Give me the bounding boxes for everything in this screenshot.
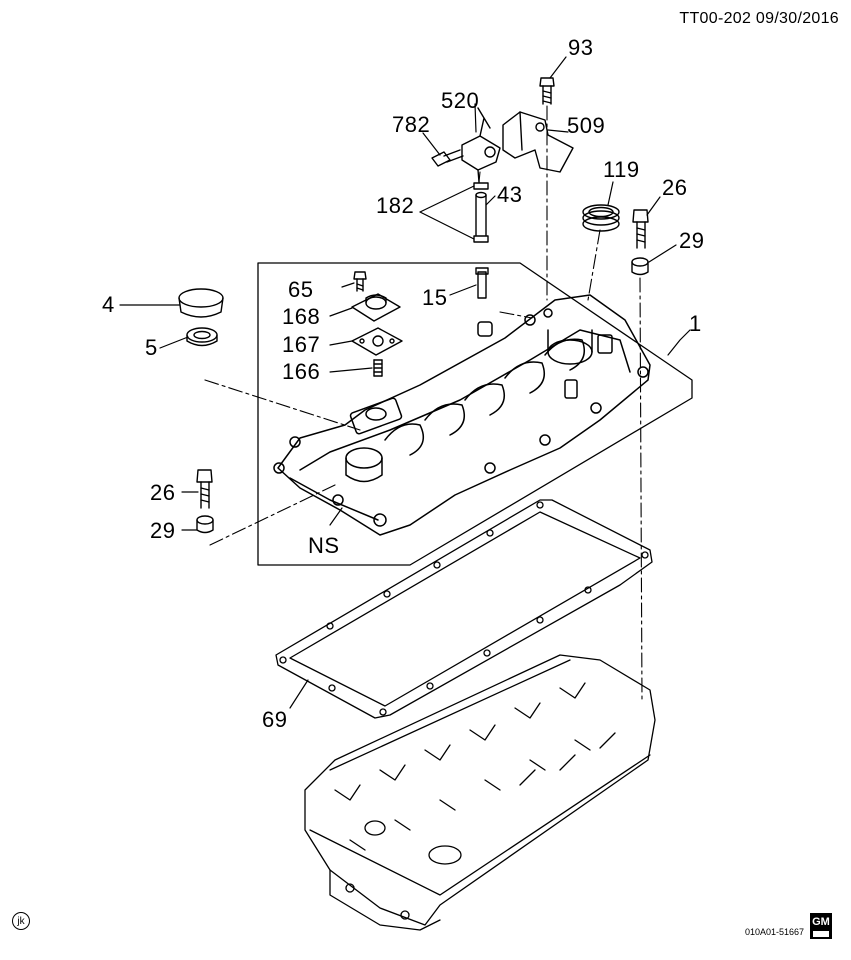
grommet-29-left [196,515,214,534]
callout-119: 119 [603,157,640,182]
bolt-26-top [632,209,649,249]
callout-4: 4 [102,292,115,317]
hose-43 [475,191,487,236]
cover-gasket-69 [275,499,653,719]
callout-168: 168 [282,304,321,329]
filler-seal [186,327,218,347]
cylinder-head [304,654,656,931]
callout-15: 15 [422,285,448,310]
grommet-29-top [631,257,649,276]
callout-93: 93 [568,35,594,60]
callout-166: 166 [282,359,321,384]
bolt-65 [353,271,367,292]
callout-29-top: 29 [679,228,705,253]
bolt-93 [539,77,555,105]
bolt-26-left [196,469,213,509]
callout-509: 509 [567,113,606,138]
illustration-code: 010A01-51667 [745,927,805,937]
oil-filler-cap [178,288,224,318]
stud-15 [475,267,489,299]
leader-lines [119,56,691,709]
sensor-520 [461,107,501,183]
pcv-cover-168 [351,293,401,322]
pcv-spring-166 [373,359,383,377]
callout-182: 182 [376,193,415,218]
pcv-plate-167 [351,327,403,356]
hose-clamps-182 [473,182,489,243]
alignment-lines [204,105,643,701]
callout-1: 1 [689,311,702,336]
callout-26-top: 26 [662,175,688,200]
diagram-reference: TT00-202 09/30/2016 [679,10,839,27]
seal-119 [582,204,620,232]
bolt-782 [431,149,464,167]
callout-520: 520 [441,88,480,113]
callout-5: 5 [145,335,158,360]
callout-ns: NS [308,533,340,558]
bracket-509 [502,111,574,173]
callout-167: 167 [282,332,321,357]
callout-26-left: 26 [150,480,176,505]
corner-mark: jk [12,912,30,930]
callout-43: 43 [497,182,523,207]
cylinder-head-cover [273,294,651,536]
assembly-frame [257,262,693,566]
callout-29-left: 29 [150,518,176,543]
callout-782: 782 [392,112,431,137]
callout-65: 65 [288,277,314,302]
callout-69: 69 [262,707,288,732]
gm-logo: GM [810,913,832,939]
